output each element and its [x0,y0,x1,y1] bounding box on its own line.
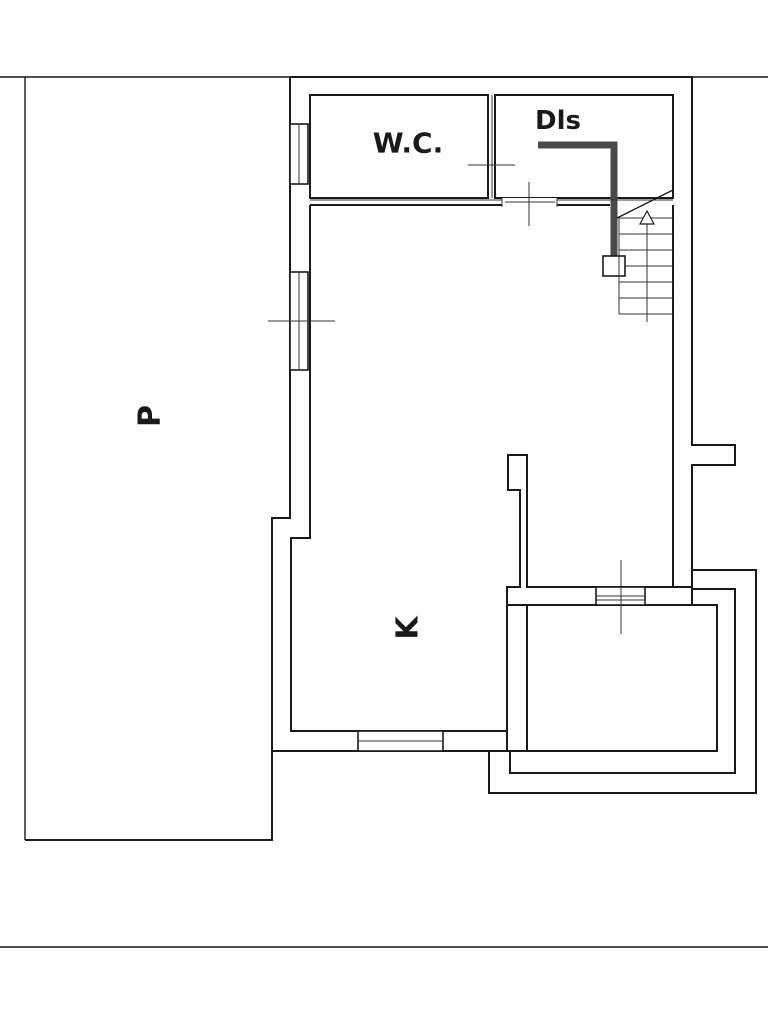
window-bottom-kitchen [357,730,444,752]
stair-arrow-icon [638,209,656,322]
cross-tick-icon [505,182,555,226]
cross-tick-icon [596,560,645,634]
duct-line [538,141,618,256]
window-left-wc [289,123,309,185]
main-room-left-wall [290,205,674,732]
dls-room [494,94,674,199]
lower-right-outer-wall-inner [509,586,736,774]
wc-label: W.C. [373,127,443,160]
lower-right-outer-wall-outer [488,569,757,794]
dls-label: Dls [535,106,581,136]
cross-tick-icon [268,300,335,345]
staircase [602,189,674,315]
parking-label: P [133,405,168,427]
cross-tick-icon [468,142,515,188]
wc-room [309,94,489,199]
lower-right-room-left-wall [506,605,527,752]
house-outer-wall [290,76,736,606]
kitchen-label: K [391,615,426,640]
parking-area [25,77,291,841]
lower-right-room [526,604,718,752]
lower-right-room-connector [506,587,527,606]
